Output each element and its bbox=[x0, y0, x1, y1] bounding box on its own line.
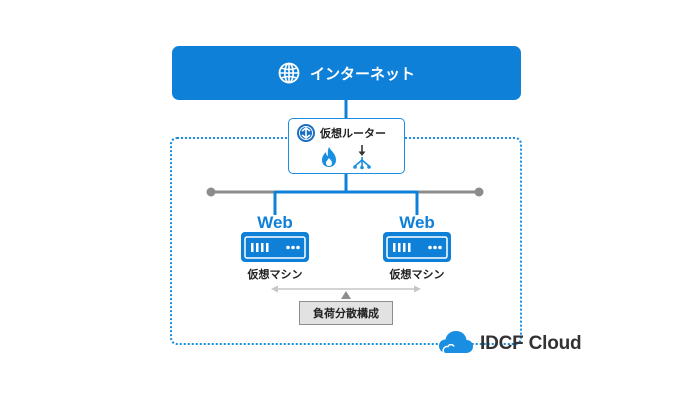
router-label: 仮想ルーター bbox=[320, 127, 386, 140]
load-balancer-icon bbox=[351, 144, 373, 174]
load-balancing-label: 負荷分散構成 bbox=[299, 301, 393, 325]
load-balancing-text: 負荷分散構成 bbox=[313, 307, 379, 320]
brand-name: IDCF Cloud bbox=[480, 333, 582, 354]
lb-pointer bbox=[341, 291, 351, 299]
internet-node: インターネット bbox=[172, 46, 521, 100]
lb-arrow-left bbox=[271, 285, 278, 293]
switch-bar-left-end bbox=[206, 187, 216, 197]
server-icon: Web bbox=[383, 213, 451, 262]
globe-icon bbox=[278, 62, 300, 84]
virtual-machine-1: Web bbox=[240, 213, 310, 263]
virtual-machine-2: Web bbox=[382, 213, 452, 263]
switch-bar-right-end bbox=[474, 187, 484, 197]
vm-label-2: 仮想マシン bbox=[389, 268, 445, 281]
brand-logo: IDCF Cloud bbox=[438, 329, 582, 359]
internet-label: インターネット bbox=[309, 64, 415, 83]
router-icon bbox=[296, 123, 316, 147]
virtual-router: 仮想ルーター bbox=[288, 118, 405, 174]
web-badge: Web bbox=[257, 213, 293, 232]
firewall-icon bbox=[319, 146, 339, 172]
web-badge: Web bbox=[399, 213, 435, 232]
server-icon: Web bbox=[241, 213, 309, 262]
cloud-logo-icon bbox=[438, 329, 474, 359]
vm-label-1: 仮想マシン bbox=[247, 268, 303, 281]
lb-arrow-right bbox=[414, 285, 421, 293]
